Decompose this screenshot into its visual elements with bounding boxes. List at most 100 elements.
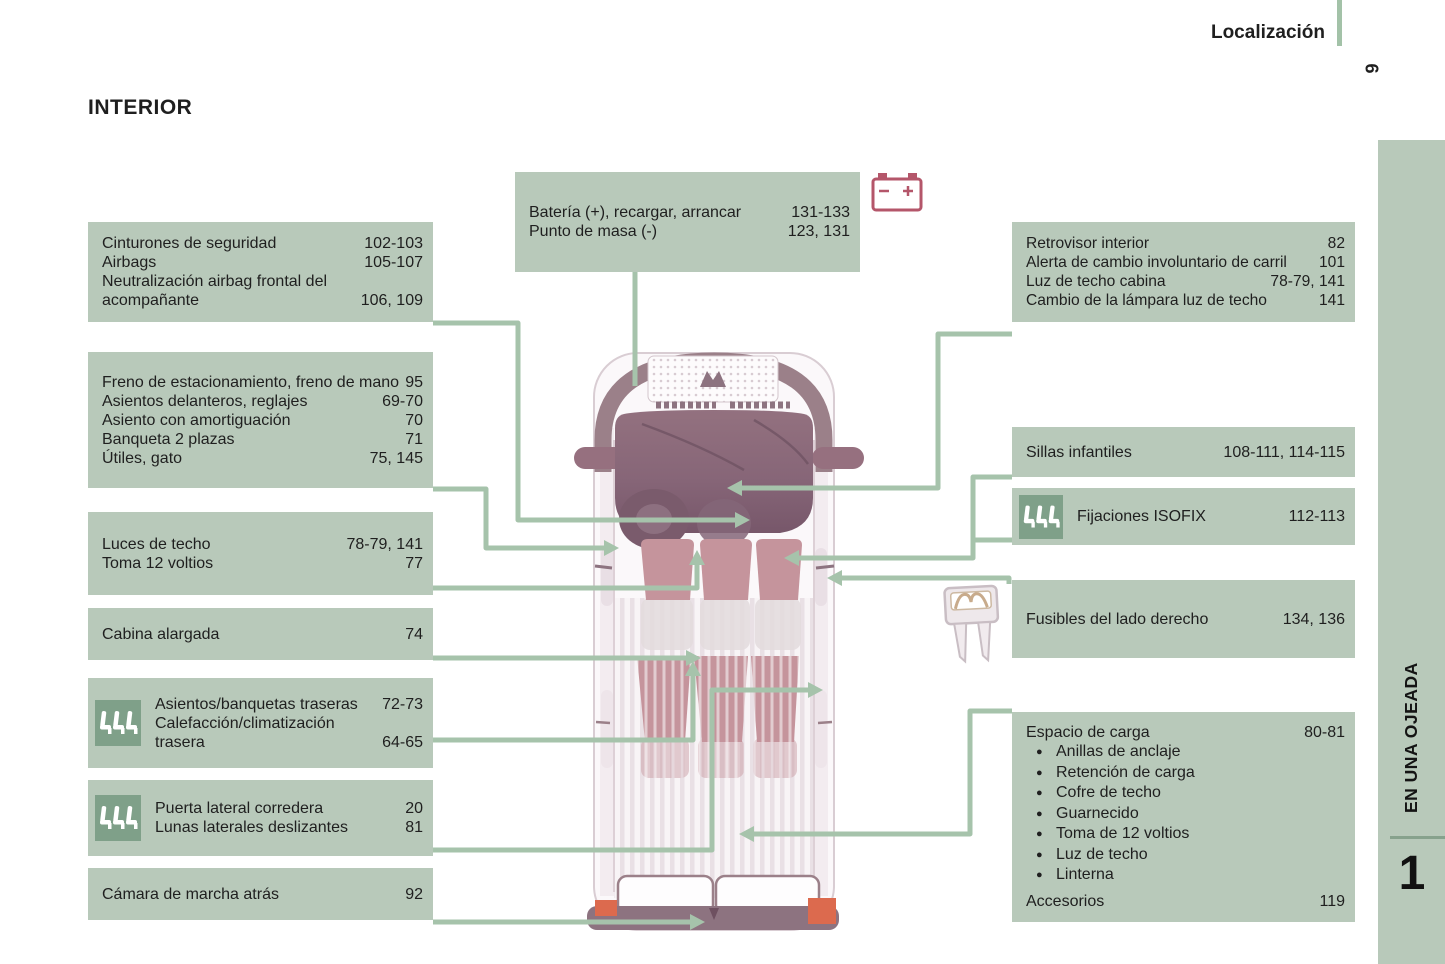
left-wheel-arch — [601, 548, 613, 606]
bullet-icon: ● — [1036, 787, 1043, 800]
callout-row: Freno de estacionamiento, freno de mano 9… — [102, 373, 423, 392]
callout-page-ref: 82 — [1327, 235, 1345, 252]
section-title-bar — [1337, 0, 1342, 46]
callout-label: Lunas laterales deslizantes — [155, 819, 349, 836]
callout-extended-cab: Cabina alargada 74 — [88, 608, 433, 660]
callout-page-ref: 119 — [1319, 892, 1345, 910]
callout-page-ref: 123, 131 — [787, 223, 850, 240]
callout-page-ref: 75, 145 — [369, 449, 423, 467]
connector-arrowheads — [604, 480, 842, 930]
chapter-sidebar — [1378, 140, 1445, 964]
callout-label: Toma 12 voltios — [102, 554, 214, 572]
callout-page-ref: 101 — [1318, 254, 1345, 271]
callout-label: Luz de techo cabina — [1026, 273, 1166, 290]
callout-label: Guarnecido — [1056, 804, 1139, 822]
callout-page-ref: 106, 109 — [360, 292, 423, 309]
rear-seats-icon — [95, 795, 141, 841]
connector-parking-brake — [433, 486, 607, 551]
callout-page-ref: 71 — [405, 430, 423, 448]
callout-label: Cabina alargada — [102, 625, 220, 643]
callout-label: Neutralización airbag frontal del acompa… — [102, 273, 328, 309]
callout-label: Retención de carga — [1056, 763, 1195, 781]
left-side-wall — [600, 428, 614, 896]
callout-row: Punto de masa (-)123, 131 — [529, 222, 850, 241]
callout-label: Cinturones de seguridad — [102, 235, 277, 252]
callout-bullet-item: ●Anillas de anclaje — [1026, 742, 1345, 763]
chapter-number: 1 — [1398, 847, 1426, 900]
callout-label: Batería (+), recargar, arrancar — [529, 204, 742, 221]
callout-parking-brake: Freno de estacionamiento, freno de mano 9… — [88, 352, 433, 488]
callout-page-ref: 70 — [405, 411, 423, 429]
callout-label: Cofre de techo — [1056, 784, 1161, 802]
callout-row: Cabina alargada 74 — [102, 625, 423, 644]
callout-row: Espacio de carga 80-81 — [1026, 723, 1345, 742]
callout-label: Retrovisor interior — [1026, 235, 1150, 252]
callout-cargo-space: Espacio de carga 80-81●Anillas de anclaje… — [1012, 712, 1355, 922]
callout-label: Freno de estacionamiento, freno de mano — [102, 373, 400, 391]
callout-bullet-item: ● Cofre de techo — [1026, 783, 1345, 804]
right-rear-arch — [815, 690, 827, 768]
callout-page-ref: 80-81 — [1304, 724, 1345, 742]
callout-page-ref: 131-133 — [791, 204, 850, 221]
connector-cargo-space — [751, 708, 1012, 837]
wiper-right — [753, 418, 810, 465]
callout-label: Accesorios — [1026, 892, 1105, 910]
connector-lines — [433, 270, 1012, 925]
isofix-seats-icon — [1019, 494, 1063, 539]
callout-label: Espacio de carga — [1026, 724, 1150, 742]
callout-row: Accesorios 119 — [1026, 892, 1345, 911]
bullet-icon: ● — [1036, 807, 1043, 820]
callout-row: Asientos delanteros, reglajes 69-70 — [102, 392, 423, 411]
callout-page-ref: 69-70 — [382, 392, 423, 410]
callout-bullet-item: ●Linterna — [1026, 865, 1345, 886]
connector-child-seats — [796, 474, 1012, 561]
callout-page-ref: 102-103 — [364, 235, 423, 252]
callout-row: Fusibles del lado derecho 134, 136 — [1026, 610, 1345, 629]
callout-right-fuses: Fusibles del lado derecho 134, 136 — [1012, 580, 1355, 658]
callout-label: Asiento con amortiguación — [102, 411, 291, 429]
callout-label: Fusibles del lado derecho — [1026, 610, 1209, 628]
callout-label: Luces de techo — [102, 535, 211, 553]
callout-page-ref: 92 — [405, 885, 423, 903]
bullet-icon: ● — [1036, 828, 1043, 841]
callout-label: Fijaciones ISOFIX — [1077, 508, 1206, 525]
left-rear-arch — [601, 690, 613, 768]
callout-row: Útiles, gato 75, 145 — [102, 449, 423, 468]
callout-label: Luz de techo — [1056, 845, 1148, 863]
callout-page-ref: 108-111, 114-115 — [1223, 443, 1345, 461]
connector-sliding-door — [433, 687, 811, 853]
wiper-left — [641, 422, 745, 472]
bullet-icon: ● — [1036, 869, 1043, 882]
right-wheel-arch — [815, 548, 827, 606]
callout-label: Asientos delanteros, reglajes — [102, 392, 308, 410]
right-side-wall — [814, 428, 828, 896]
callout-label: Puerta lateral corredera — [155, 800, 324, 817]
section-title: Localización — [1210, 22, 1325, 43]
bullet-icon: ● — [1036, 766, 1043, 779]
callout-row: Asiento con amortiguación 70 — [102, 411, 423, 430]
callout-page-ref: 95 — [405, 373, 423, 391]
callout-page-ref: 74 — [405, 625, 423, 643]
callout-page-ref: 141 — [1318, 292, 1345, 309]
callout-bullet-item: ●Toma de 12 voltios — [1026, 824, 1345, 845]
callout-page-ref: 81 — [405, 819, 423, 836]
callout-page-ref: 134, 136 — [1282, 610, 1345, 628]
callout-label: Calefacción/climatización trasera — [155, 714, 335, 751]
callout-label: Útiles, gato — [102, 449, 183, 467]
page-heading: INTERIOR — [88, 96, 193, 119]
callout-bullet-item: ● Retención de carga — [1026, 763, 1345, 784]
